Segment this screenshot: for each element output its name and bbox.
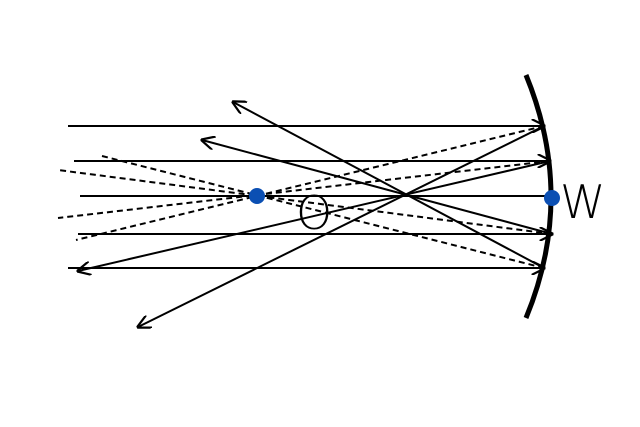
virtual-ray-4 xyxy=(57,169,553,235)
vertex-label: W xyxy=(560,175,605,229)
focus-label: O xyxy=(296,186,332,240)
focus-point xyxy=(249,188,265,204)
vertex-point xyxy=(544,190,560,206)
reflected-ray-5 xyxy=(233,102,545,269)
reflected-ray-4 xyxy=(202,140,553,235)
reflected-ray-1 xyxy=(138,125,545,327)
virtual-ray-2 xyxy=(57,160,551,219)
virtual-ray-5 xyxy=(101,155,545,269)
reflected-ray-2 xyxy=(78,160,551,271)
virtual-ray-1 xyxy=(75,125,545,241)
